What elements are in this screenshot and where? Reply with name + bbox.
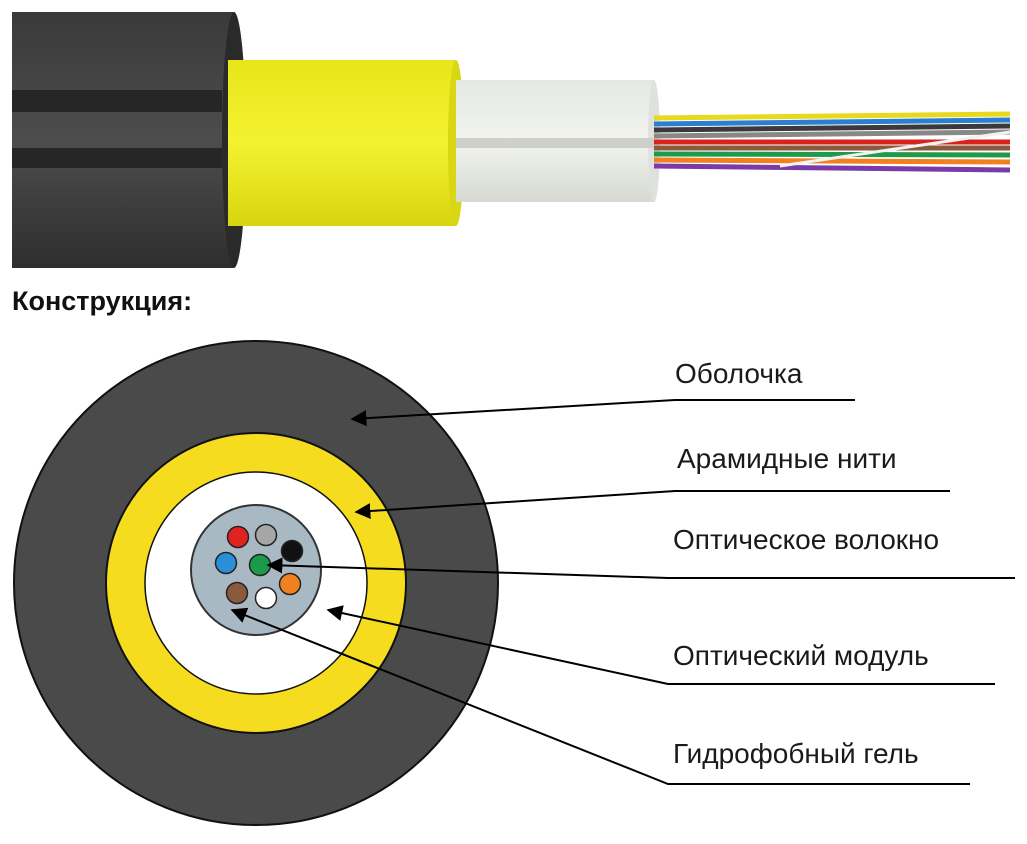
label-sheath: Оболочка xyxy=(675,358,803,389)
aramid-layer-side xyxy=(228,60,464,226)
leader-module xyxy=(326,605,995,685)
fiber-dot xyxy=(254,586,278,610)
leader-lines xyxy=(230,399,1015,785)
fiber-dot xyxy=(214,551,238,575)
fiber-dot xyxy=(226,525,250,549)
cable-side-view xyxy=(12,12,1011,268)
label-gel: Гидрофобный гель xyxy=(673,738,919,769)
leader-fiber xyxy=(266,557,1015,579)
optical-module-side xyxy=(456,80,660,202)
fiber-dot xyxy=(248,553,272,577)
leader-gel xyxy=(230,607,970,785)
label-module: Оптический модуль xyxy=(673,640,929,671)
leader-aramid xyxy=(354,490,950,520)
fiber-dot xyxy=(280,539,304,563)
fiber-dot xyxy=(225,581,249,605)
label-aramid: Арамидные нити xyxy=(677,443,897,474)
leader-sheath xyxy=(350,399,855,427)
label-fiber: Оптическое волокно xyxy=(673,524,940,555)
cross-section xyxy=(13,340,499,826)
construction-heading: Конструкция: xyxy=(12,286,193,316)
fiber-strands-side xyxy=(653,111,1011,173)
fiber-dots xyxy=(214,523,304,610)
outer-sheath-side xyxy=(12,12,246,268)
fiber-dot xyxy=(278,572,302,596)
fiber-dot xyxy=(254,523,278,547)
